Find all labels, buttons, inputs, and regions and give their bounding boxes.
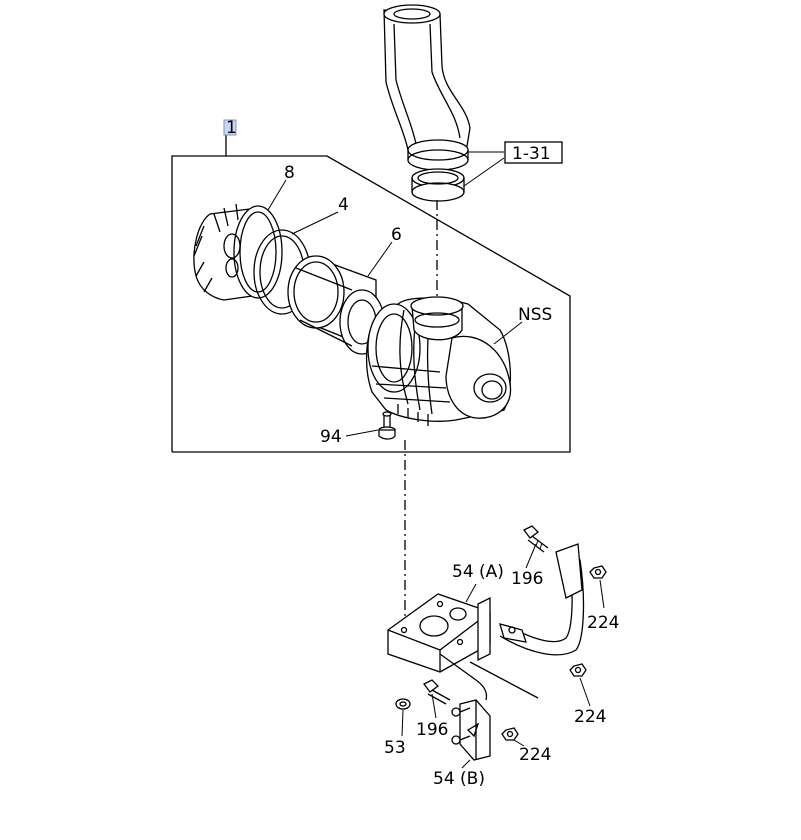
label-part-54a[interactable]: 54 (A) [452,562,504,582]
label-part-8[interactable]: 8 [284,163,295,183]
bolt-196-top [523,525,549,553]
air-cleaner-housing [365,296,512,426]
bolt-196-bottom [423,679,451,705]
label-assembly-1[interactable]: 1 [226,118,237,138]
label-part-224-top[interactable]: 224 [587,613,619,633]
nut-224-mid [569,663,587,677]
part-8-end-cap [193,203,283,301]
callout-labels: 1 1-31 8 4 6 NSS 94 54 (A) 196 224 224 1… [223,118,619,789]
label-part-54b[interactable]: 54 (B) [433,769,485,789]
ref-1-31-box [504,141,563,164]
assembly-highlight [223,119,237,136]
part-53-washer [395,698,411,710]
assembly-boundary [171,134,571,453]
label-part-53[interactable]: 53 [384,738,406,758]
nut-224-bottom [501,727,519,741]
hose-clamp [411,168,465,202]
part-54a-bracket [387,593,491,701]
mounting-strap [469,543,585,699]
label-part-224-mid[interactable]: 224 [574,707,606,727]
part-94-bolt [378,411,396,440]
label-part-94[interactable]: 94 [320,427,342,447]
intake-hose [383,4,471,171]
label-part-4[interactable]: 4 [338,195,349,215]
label-part-196-top[interactable]: 196 [511,569,543,589]
part-54b-bracket [451,699,491,761]
label-part-224-bottom[interactable]: 224 [519,745,551,765]
label-nss[interactable]: NSS [518,305,552,325]
nut-224-top [589,565,607,579]
part-6-filter-element [287,255,385,355]
leader-lines [267,151,605,769]
label-ref-1-31[interactable]: 1-31 [512,144,551,164]
label-part-196-bottom[interactable]: 196 [416,720,448,740]
label-part-6[interactable]: 6 [391,225,402,245]
